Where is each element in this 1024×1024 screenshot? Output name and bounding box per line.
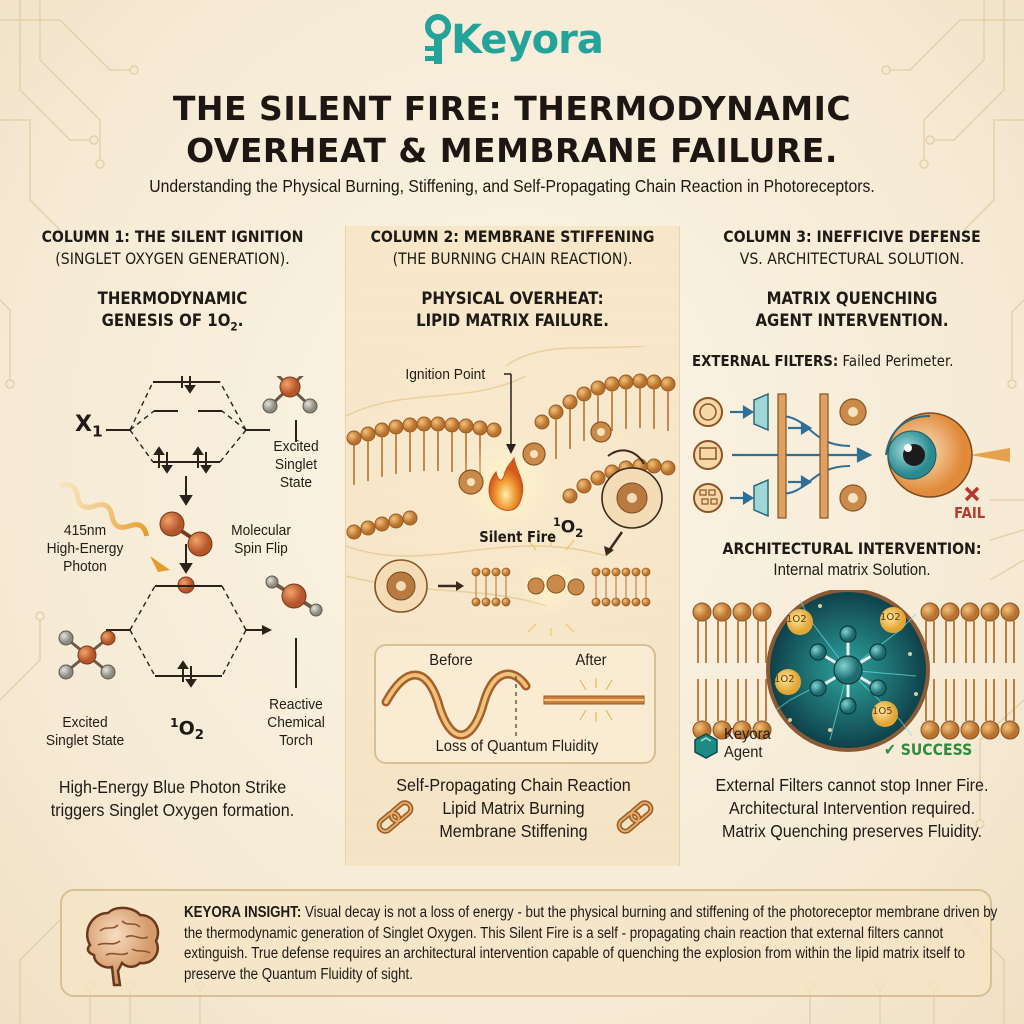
brand-logo: Keyora	[0, 14, 1024, 74]
title-line-1: THE SILENT FIRE: THERMODYNAMIC	[172, 89, 852, 128]
lipid-membrane-illustration	[346, 346, 676, 636]
check-icon: ✔	[884, 740, 901, 759]
singlet-badge: 1O2	[786, 614, 807, 625]
external-filters-illustration	[693, 392, 1010, 519]
column-1-subheading: THERMODYNAMIC GENESIS OF 1O2.	[97, 289, 248, 334]
keyora-agent-icon	[694, 733, 718, 759]
column-3-caption: External Filters cannot stop Inner Fire.…	[715, 775, 989, 841]
chain-link-icon	[616, 800, 654, 834]
fluidity-loss-label: Loss of Quantum Fluidity	[435, 738, 599, 755]
success-badge: ✔ SUCCESS	[884, 740, 973, 759]
x1-label: X1	[75, 412, 103, 441]
singlet-badge: 1O2	[774, 674, 795, 685]
column-2-subheading: PHYSICAL OVERHEAT: LIPID MATRIX FAILURE.	[416, 289, 609, 331]
singlet-badge: 1O5	[872, 706, 893, 717]
ignition-point-label: Ignition Point	[405, 366, 486, 383]
fluidity-comparison	[381, 669, 645, 740]
architectural-heading: ARCHITECTURAL INTERVENTION: Internal mat…	[722, 539, 982, 579]
after-label: After	[575, 652, 607, 669]
column-3-heading: COLUMN 3: INEFFICIVE DEFENSE VS. ARCHITE…	[723, 227, 981, 268]
fail-label: FAIL	[954, 504, 986, 522]
external-filters-heading: EXTERNAL FILTERS: Failed Perimeter.	[692, 352, 954, 370]
orbital-diagram	[58, 376, 323, 688]
column-1-heading: COLUMN 1: THE SILENT IGNITION (SINGLET O…	[41, 227, 304, 268]
page-subtitle: Understanding the Physical Burning, Stif…	[149, 176, 875, 196]
singlet-badge: 1O2	[880, 612, 901, 623]
column-3: COLUMN 3: INEFFICIVE DEFENSE VS. ARCHITE…	[680, 226, 1024, 866]
column-2-heading: COLUMN 2: MEMBRANE STIFFENING (THE BURNI…	[370, 227, 655, 268]
chain-link-icon	[376, 800, 414, 834]
key-icon	[425, 14, 452, 64]
title-line-2: OVERHEAT & MEMBRANE FAILURE.	[186, 131, 838, 170]
silent-fire-label: Silent Fire	[479, 528, 557, 546]
column-2: COLUMN 2: MEMBRANE STIFFENING (THE BURNI…	[345, 226, 680, 866]
singlet-oxygen-label: 1O2	[553, 516, 584, 541]
column-3-subheading: MATRIX QUENCHING AGENT INTERVENTION.	[755, 289, 949, 331]
insight-text: KEYORA INSIGHT: Visual decay is not a lo…	[184, 904, 998, 983]
quenching-agent-illustration	[692, 590, 1020, 752]
column-1: COLUMN 1: THE SILENT IGNITION (SINGLET O…	[0, 226, 345, 866]
before-after-panel: Before After Loss of Quantum Fluidity	[374, 644, 656, 764]
before-label: Before	[429, 652, 473, 669]
keyora-insight-panel: KEYORA INSIGHT: Visual decay is not a lo…	[60, 889, 997, 997]
singlet-oxygen-label: 1O2	[170, 716, 205, 744]
page-title: THE SILENT FIRE: THERMODYNAMIC OVERHEAT …	[0, 88, 1024, 172]
brand-name: Keyora	[451, 17, 604, 63]
brain-icon	[85, 906, 160, 987]
